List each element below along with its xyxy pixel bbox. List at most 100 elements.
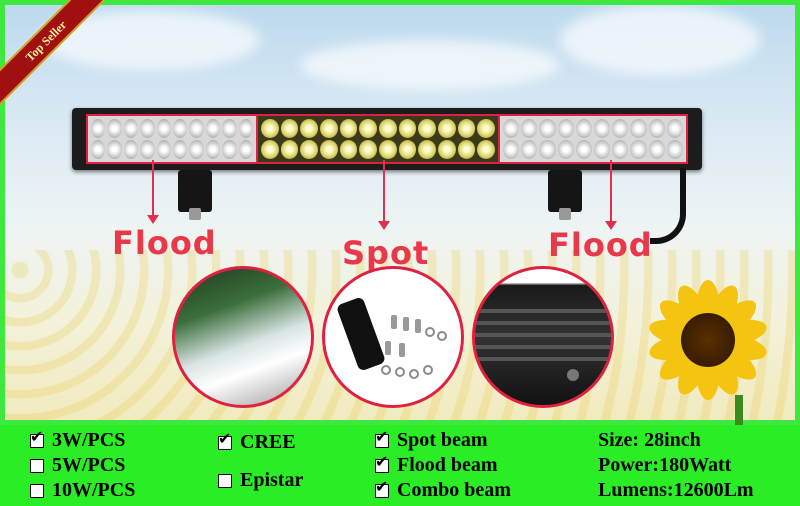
checkbox-icon: [375, 452, 389, 473]
flood-label-left: Flood: [112, 224, 217, 262]
led-chip: [261, 119, 279, 138]
led-chip: [630, 140, 647, 159]
beam-option-combo: Combo beam: [375, 477, 511, 502]
heatsink-closeup-photo: [472, 266, 614, 408]
spec-banner: 3W/PCS 5W/PCS 10W/PCS CREE Epistar Spot …: [0, 425, 800, 506]
led-chip: [437, 140, 456, 159]
led-chip: [156, 119, 171, 138]
led-chip: [359, 140, 377, 159]
heatsink-fin: [475, 357, 611, 361]
led-chip: [477, 140, 495, 159]
led-chip: [521, 140, 538, 159]
sunflower-decoration: [646, 280, 770, 400]
bracket-part: [335, 296, 387, 372]
led-chip: [612, 140, 629, 159]
heatsink-fin: [475, 333, 611, 337]
led-chip: [594, 140, 611, 159]
led-chip: [172, 140, 188, 159]
sunflower-stem: [735, 395, 743, 425]
led-chip: [539, 119, 556, 138]
led-light-bar: [72, 108, 702, 170]
led-chip: [557, 119, 574, 138]
checkbox-icon: [30, 458, 44, 473]
led-chip: [238, 119, 253, 138]
led-chip: [557, 140, 574, 159]
arrow-flood-left: [147, 160, 159, 224]
washer: [381, 365, 391, 375]
led-chip: [189, 119, 204, 138]
checkbox-icon: [375, 477, 389, 498]
led-chip: [280, 119, 299, 138]
chip-option-epistar: Epistar: [218, 469, 303, 492]
nut: [425, 327, 435, 337]
led-chip: [630, 119, 647, 138]
chip-option-cree: CREE: [218, 429, 296, 454]
led-chip: [123, 119, 139, 138]
led-chip: [189, 140, 204, 159]
green-frame: [0, 0, 800, 425]
power-option-10w: 10W/PCS: [30, 479, 135, 502]
led-chip: [280, 140, 299, 159]
led-chip: [418, 140, 436, 159]
spec-lumens: Lumens:12600Lm: [598, 479, 754, 501]
led-chip: [503, 140, 520, 159]
led-chip: [521, 119, 538, 138]
checkbox-icon: [375, 427, 389, 448]
power-cable: [650, 168, 686, 244]
led-chip: [222, 119, 237, 138]
cloud: [300, 40, 560, 90]
road-illumination-photo: [172, 266, 314, 408]
led-chip: [359, 119, 377, 138]
mounting-hardware-photo: [322, 266, 464, 408]
checkbox-icon: [30, 483, 44, 498]
washer: [409, 369, 419, 379]
led-chip: [575, 140, 592, 159]
led-chip: [300, 119, 318, 138]
spec-size: Size: 28inch: [598, 429, 701, 451]
mount-bracket-left: [178, 170, 212, 220]
led-chip: [156, 140, 171, 159]
bolt: [385, 341, 391, 355]
led-chip: [91, 140, 106, 159]
flood-section-right: [498, 114, 688, 164]
bolt: [403, 317, 409, 331]
led-chip: [238, 140, 253, 159]
led-chip: [666, 140, 683, 159]
led-chip: [575, 119, 592, 138]
beam-option-spot: Spot beam: [375, 427, 488, 452]
led-chip: [140, 119, 155, 138]
mount-hole: [567, 369, 579, 381]
led-chip: [648, 119, 665, 138]
led-chip: [457, 140, 476, 159]
bolt: [415, 319, 421, 333]
led-chip: [503, 119, 520, 138]
beam-option-flood: Flood beam: [375, 452, 498, 477]
heatsink-fin: [475, 321, 611, 325]
led-chip: [107, 119, 122, 138]
power-option-3w: 3W/PCS: [30, 427, 125, 452]
led-chip: [418, 119, 436, 138]
led-chip: [398, 119, 417, 138]
led-chip: [398, 140, 417, 159]
led-chip: [319, 140, 338, 159]
led-chip: [477, 119, 495, 138]
led-chip: [123, 140, 139, 159]
checkbox-icon: [218, 473, 232, 488]
led-chip: [140, 140, 155, 159]
led-chip: [107, 140, 122, 159]
led-chip: [222, 140, 237, 159]
led-chip: [594, 119, 611, 138]
power-option-5w: 5W/PCS: [30, 454, 125, 477]
led-chip: [378, 119, 397, 138]
sunflower-disk: [681, 313, 735, 367]
arrow-flood-right: [605, 160, 617, 230]
washer: [423, 365, 433, 375]
checkbox-icon: [218, 429, 232, 450]
led-chip: [666, 119, 683, 138]
heatsink-fin: [475, 345, 611, 349]
mount-bracket-right: [548, 170, 582, 220]
led-chip: [648, 140, 665, 159]
led-chip: [91, 119, 106, 138]
led-chip: [378, 140, 397, 159]
